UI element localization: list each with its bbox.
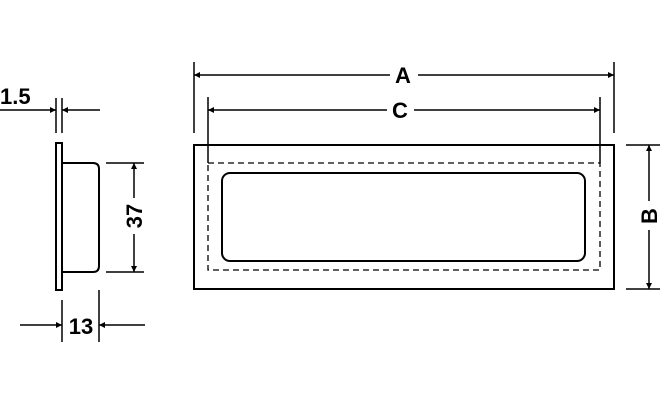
dimension-b	[626, 144, 660, 290]
flange	[55, 142, 63, 291]
front-view	[193, 62, 660, 290]
label-a: A	[395, 63, 411, 88]
label-13: 13	[69, 314, 93, 339]
dimension-37	[106, 162, 144, 273]
dimension-13	[20, 290, 145, 342]
dimension-1-5	[0, 98, 100, 133]
label-37: 37	[122, 204, 147, 228]
dimension-c	[207, 97, 601, 163]
label-b: B	[637, 208, 660, 224]
side-view	[0, 98, 145, 342]
recess	[221, 172, 586, 262]
dimension-a	[193, 62, 615, 133]
outer-frame	[193, 144, 615, 290]
cutout-outline	[207, 162, 601, 271]
label-1-5: 1.5	[0, 84, 31, 109]
handle-body	[62, 162, 100, 273]
label-c: C	[392, 98, 408, 123]
